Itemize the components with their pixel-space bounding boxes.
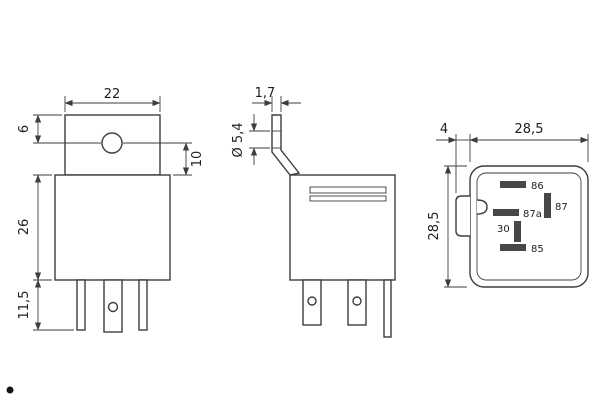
page-dot <box>6 386 14 394</box>
bottom-view: 4 28,5 28,5 86 87 87a 30 85 <box>427 122 589 288</box>
terminal-label-30: 30 <box>497 224 510 235</box>
label-band <box>309 195 387 202</box>
terminal-slot-87 <box>544 193 551 218</box>
dim-width-label: 28,5 <box>515 122 544 137</box>
terminal-slot-87a <box>493 209 519 216</box>
pin-blade-narrow <box>383 279 392 338</box>
pin-blade-right <box>138 279 148 331</box>
terminal-slot-85 <box>500 244 526 251</box>
dim-tab-thickness-label: 1,7 <box>255 86 276 101</box>
dim-hole-to-body-label: 10 <box>190 151 205 168</box>
terminal-label-87: 87 <box>555 202 568 213</box>
terminal-label-86: 86 <box>531 181 544 192</box>
housing-outer-outline <box>469 165 589 288</box>
side-view: 1,7 Ø 5,4 <box>231 86 396 338</box>
label-band <box>309 186 387 194</box>
pin-blade-left <box>76 279 86 331</box>
dim-ledge-label: 4 <box>440 122 448 137</box>
housing-inner-outline <box>476 172 582 281</box>
pin-hole <box>107 301 119 313</box>
dim-body-height-label: 26 <box>17 219 32 236</box>
dim-tab-width-label: 22 <box>104 87 121 102</box>
side-ledge <box>455 195 470 237</box>
terminal-slot-86 <box>500 181 526 188</box>
keying-feature <box>476 199 488 215</box>
terminal-label-85: 85 <box>531 244 544 255</box>
relay-body-front <box>54 174 171 281</box>
terminal-slot-30 <box>514 221 521 242</box>
dim-height-label: 28,5 <box>427 212 442 241</box>
dim-tab-top-label: 6 <box>17 125 32 133</box>
front-view: 22 6 10 26 11,5 <box>17 87 205 333</box>
relay-body-side <box>289 174 396 281</box>
mounting-bracket-profile <box>271 114 301 176</box>
dim-hole-diameter-label: Ø 5,4 <box>231 122 246 157</box>
dim-pin-length-label: 11,5 <box>17 291 32 320</box>
terminal-label-87a: 87a <box>523 209 542 220</box>
mounting-hole <box>101 132 123 154</box>
pin-hole <box>352 296 362 306</box>
pin-hole <box>307 296 317 306</box>
